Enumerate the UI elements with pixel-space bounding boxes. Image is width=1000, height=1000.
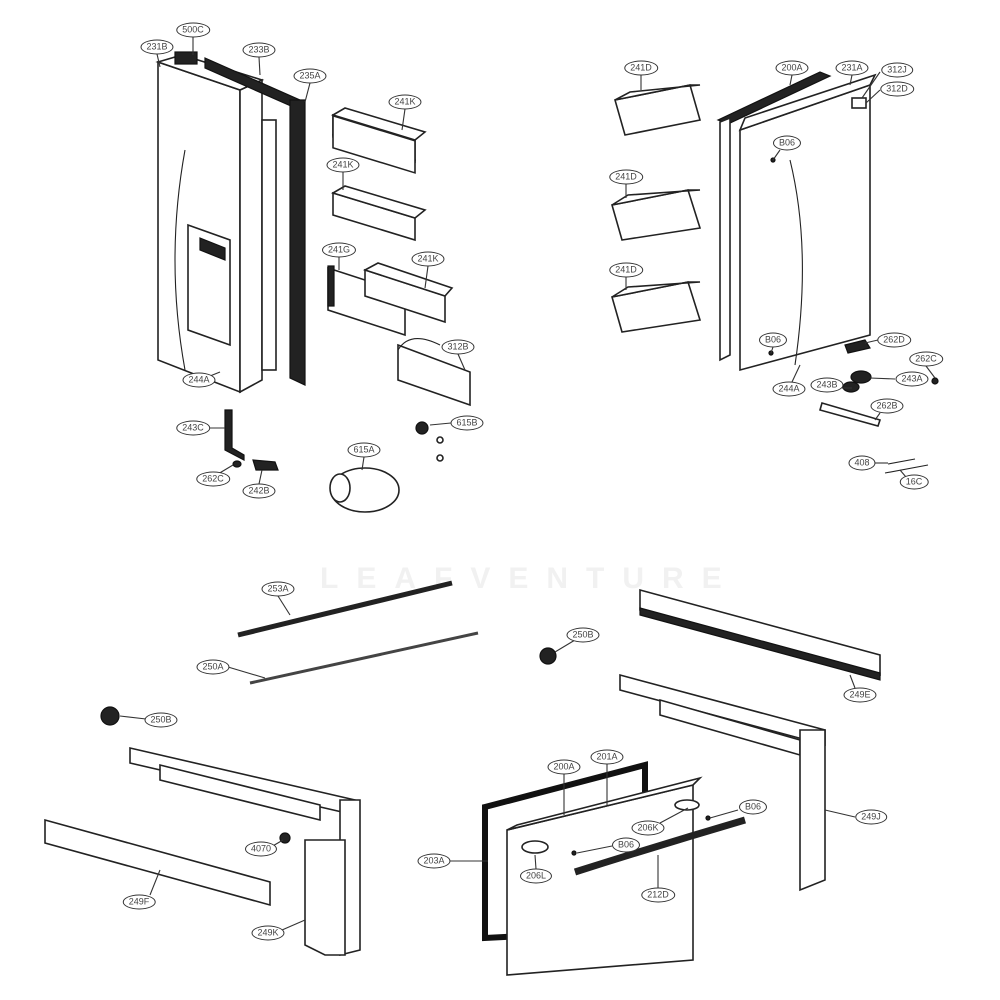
callout-241K-top: 241K [388, 94, 422, 110]
callout-262B: 262B [870, 398, 904, 414]
leader-lines [119, 37, 936, 931]
callout-201A: 201A [590, 749, 624, 765]
callout-615B: 615B [450, 415, 484, 431]
callout-241K-middle: 241K [326, 157, 360, 173]
callout-B06-door-bottom: B06 [758, 332, 788, 348]
callout-235A: 235A [293, 68, 327, 84]
callout-250B-right: 250B [566, 627, 600, 643]
callout-262C-left: 262C [196, 471, 230, 487]
right-small-parts [819, 339, 939, 474]
callout-250B-left: 250B [144, 712, 178, 728]
callout-241D-top: 241D [624, 60, 658, 76]
callout-203A: 203A [417, 853, 451, 869]
watermark-text: LEAFVENTURE [320, 562, 740, 595]
callout-500C: 500C [176, 22, 210, 38]
callout-408: 408 [848, 455, 876, 471]
callout-242B: 242B [242, 483, 276, 499]
left-door-assembly [155, 51, 306, 394]
callout-615A: 615A [347, 442, 381, 458]
callout-212D: 212D [641, 887, 675, 903]
callout-262D: 262D [877, 332, 911, 348]
callout-312J: 312J [881, 62, 913, 78]
callout-241K-bottom: 241K [411, 251, 445, 267]
callout-206L: 206L [519, 868, 553, 884]
callout-241G: 241G [321, 242, 357, 258]
callout-231B: 231B [140, 39, 174, 55]
callout-4070: 4070 [244, 841, 278, 857]
callout-B06-door-top: B06 [772, 135, 802, 151]
callout-B06-drawer-left: B06 [611, 837, 641, 853]
callout-249J: 249J [855, 809, 887, 825]
callout-249K: 249K [251, 925, 285, 941]
callout-200A-drawer: 200A [547, 759, 581, 775]
callout-206K: 206K [631, 820, 665, 836]
rail-249E [639, 588, 881, 681]
callout-16C: 16C [899, 474, 929, 490]
callout-249E: 249E [843, 687, 877, 703]
drawer-strips [100, 580, 557, 726]
callout-262C-right: 262C [909, 351, 943, 367]
callout-233B: 233B [242, 42, 276, 58]
callout-231A: 231A [835, 60, 869, 76]
callout-B06-drawer-right: B06 [738, 799, 768, 815]
left-bracket-and-rail [44, 746, 361, 957]
callout-241D-bottom: 241D [609, 262, 643, 278]
callout-244A-right: 244A [772, 381, 806, 397]
callout-253A: 253A [261, 581, 295, 597]
callout-250A: 250A [196, 659, 230, 675]
callout-312D: 312D [880, 81, 914, 97]
callout-249F: 249F [122, 894, 156, 910]
left-door-bins [327, 107, 471, 407]
right-door-assembly [716, 71, 877, 372]
callout-241D-middle: 241D [609, 169, 643, 185]
callout-243C: 243C [176, 420, 210, 436]
callout-244A-left: 244A [182, 372, 216, 388]
callout-200A-door: 200A [775, 60, 809, 76]
callout-243B: 243B [810, 377, 844, 393]
left-small-parts [224, 409, 444, 513]
callout-312B: 312B [441, 339, 475, 355]
right-door-bins [610, 84, 702, 333]
bracket-249J [619, 673, 826, 892]
callout-243A: 243A [895, 371, 929, 387]
